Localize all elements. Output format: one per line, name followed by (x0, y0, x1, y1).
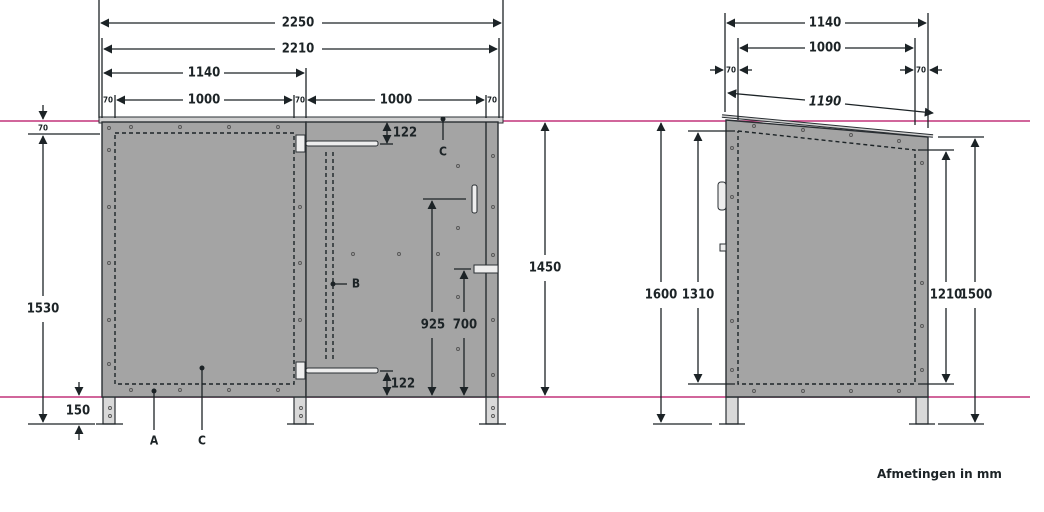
leg-right (485, 396, 499, 425)
dim-post-3: 70 (487, 96, 497, 105)
dim-height-1530: 1530 (27, 302, 60, 317)
hinge-top-icon (295, 134, 306, 153)
side-handle-icon (717, 181, 727, 211)
door-handle-icon (471, 184, 478, 214)
front-view: 2250 2210 1140 1000 1000 70 70 70 70 153… (27, 0, 562, 448)
leg-left (102, 396, 116, 425)
hinge-bottom-icon (295, 361, 306, 380)
leg-middle (293, 396, 307, 425)
side-lock-icon (719, 243, 727, 252)
dim-overall-width: 2250 (282, 16, 315, 31)
dim-side-inner-depth: 1000 (809, 41, 842, 56)
door-lock-icon (473, 264, 499, 274)
dim-panel-right: 1000 (380, 93, 413, 108)
dim-module-width: 1140 (188, 66, 221, 81)
callout-b: B (352, 277, 360, 291)
dim-side-inner-back: 1210 (930, 288, 963, 303)
dim-side-post-right: 70 (916, 66, 926, 75)
dim-handle-height: 925 (421, 318, 445, 333)
dim-lock-height: 700 (453, 318, 477, 333)
callout-c-bottom: C (198, 434, 206, 448)
dim-post-1: 70 (103, 96, 113, 105)
units-note: Afmetingen in mm (877, 467, 1002, 481)
dim-side-inner-front: 1310 (682, 288, 715, 303)
front-door-right (305, 121, 499, 398)
dim-side-overall-depth: 1140 (809, 16, 842, 31)
dim-hinge-bottom: 122 (391, 377, 415, 392)
dim-panel-left: 1000 (188, 93, 221, 108)
dim-side-height-front: 1600 (645, 288, 678, 303)
dim-panel-height: 1450 (529, 261, 562, 276)
dim-post-2: 70 (295, 96, 305, 105)
dim-top-rail: 70 (38, 124, 48, 133)
side-view: 1140 1000 70 70 1190 1600 1310 1210 1500 (645, 13, 993, 425)
dim-roof-length: 1190 (809, 95, 842, 110)
dim-leg-height: 150 (66, 404, 90, 419)
side-leg-front (725, 396, 739, 425)
dim-hinge-top: 122 (393, 126, 417, 141)
dim-side-post-left: 70 (726, 66, 736, 75)
callout-c-top: C (439, 145, 447, 159)
side-panel (725, 119, 929, 398)
side-leg-back (915, 396, 929, 425)
dim-side-height-back: 1500 (960, 288, 993, 303)
callout-a: A (150, 434, 159, 448)
front-panel-left (101, 121, 307, 398)
dim-frame-width: 2210 (282, 42, 315, 57)
